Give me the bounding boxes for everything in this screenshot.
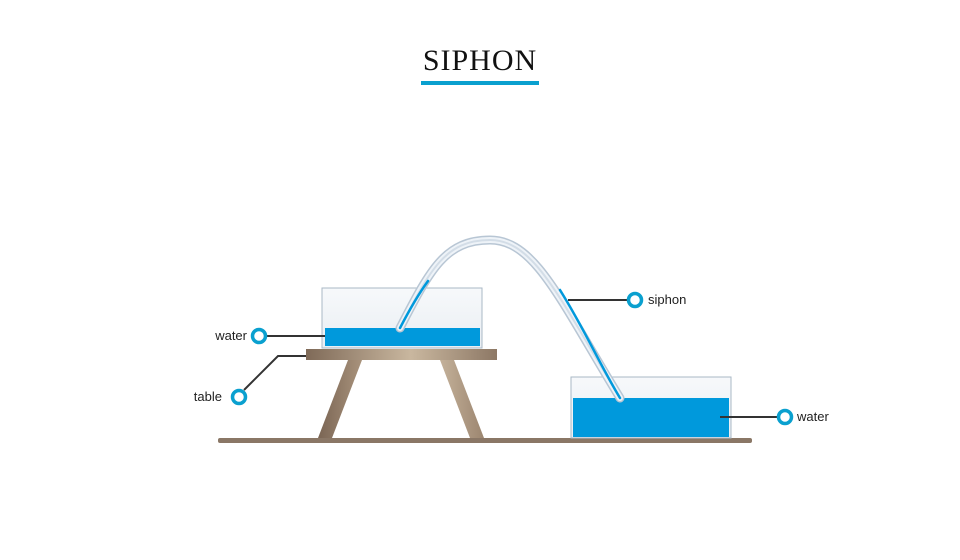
table-leg-right <box>440 360 484 438</box>
callout-marker-icon <box>776 408 794 426</box>
label-siphon: siphon <box>648 292 686 307</box>
upper-container <box>321 287 483 349</box>
callout-siphon: siphon <box>568 291 686 309</box>
callout-marker-icon <box>230 388 248 406</box>
callout-table: table <box>194 355 306 406</box>
title-wrap: SIPHON <box>0 44 960 85</box>
table-top <box>306 349 497 360</box>
label-table: table <box>194 389 222 404</box>
label-water-lower: water <box>796 409 829 424</box>
siphon-tube <box>395 235 625 403</box>
page-title: SIPHON <box>420 44 540 85</box>
table-leg-left <box>318 360 362 438</box>
callout-marker-icon <box>250 327 268 345</box>
lower-water <box>573 398 729 437</box>
upper-water <box>325 328 480 346</box>
callout-marker-icon <box>626 291 644 309</box>
callout-water-upper: water <box>214 327 325 345</box>
label-water-upper: water <box>214 328 247 343</box>
table <box>306 349 497 438</box>
lower-container <box>570 376 732 439</box>
callout-water-lower: water <box>720 408 829 426</box>
ground-line <box>218 438 752 443</box>
